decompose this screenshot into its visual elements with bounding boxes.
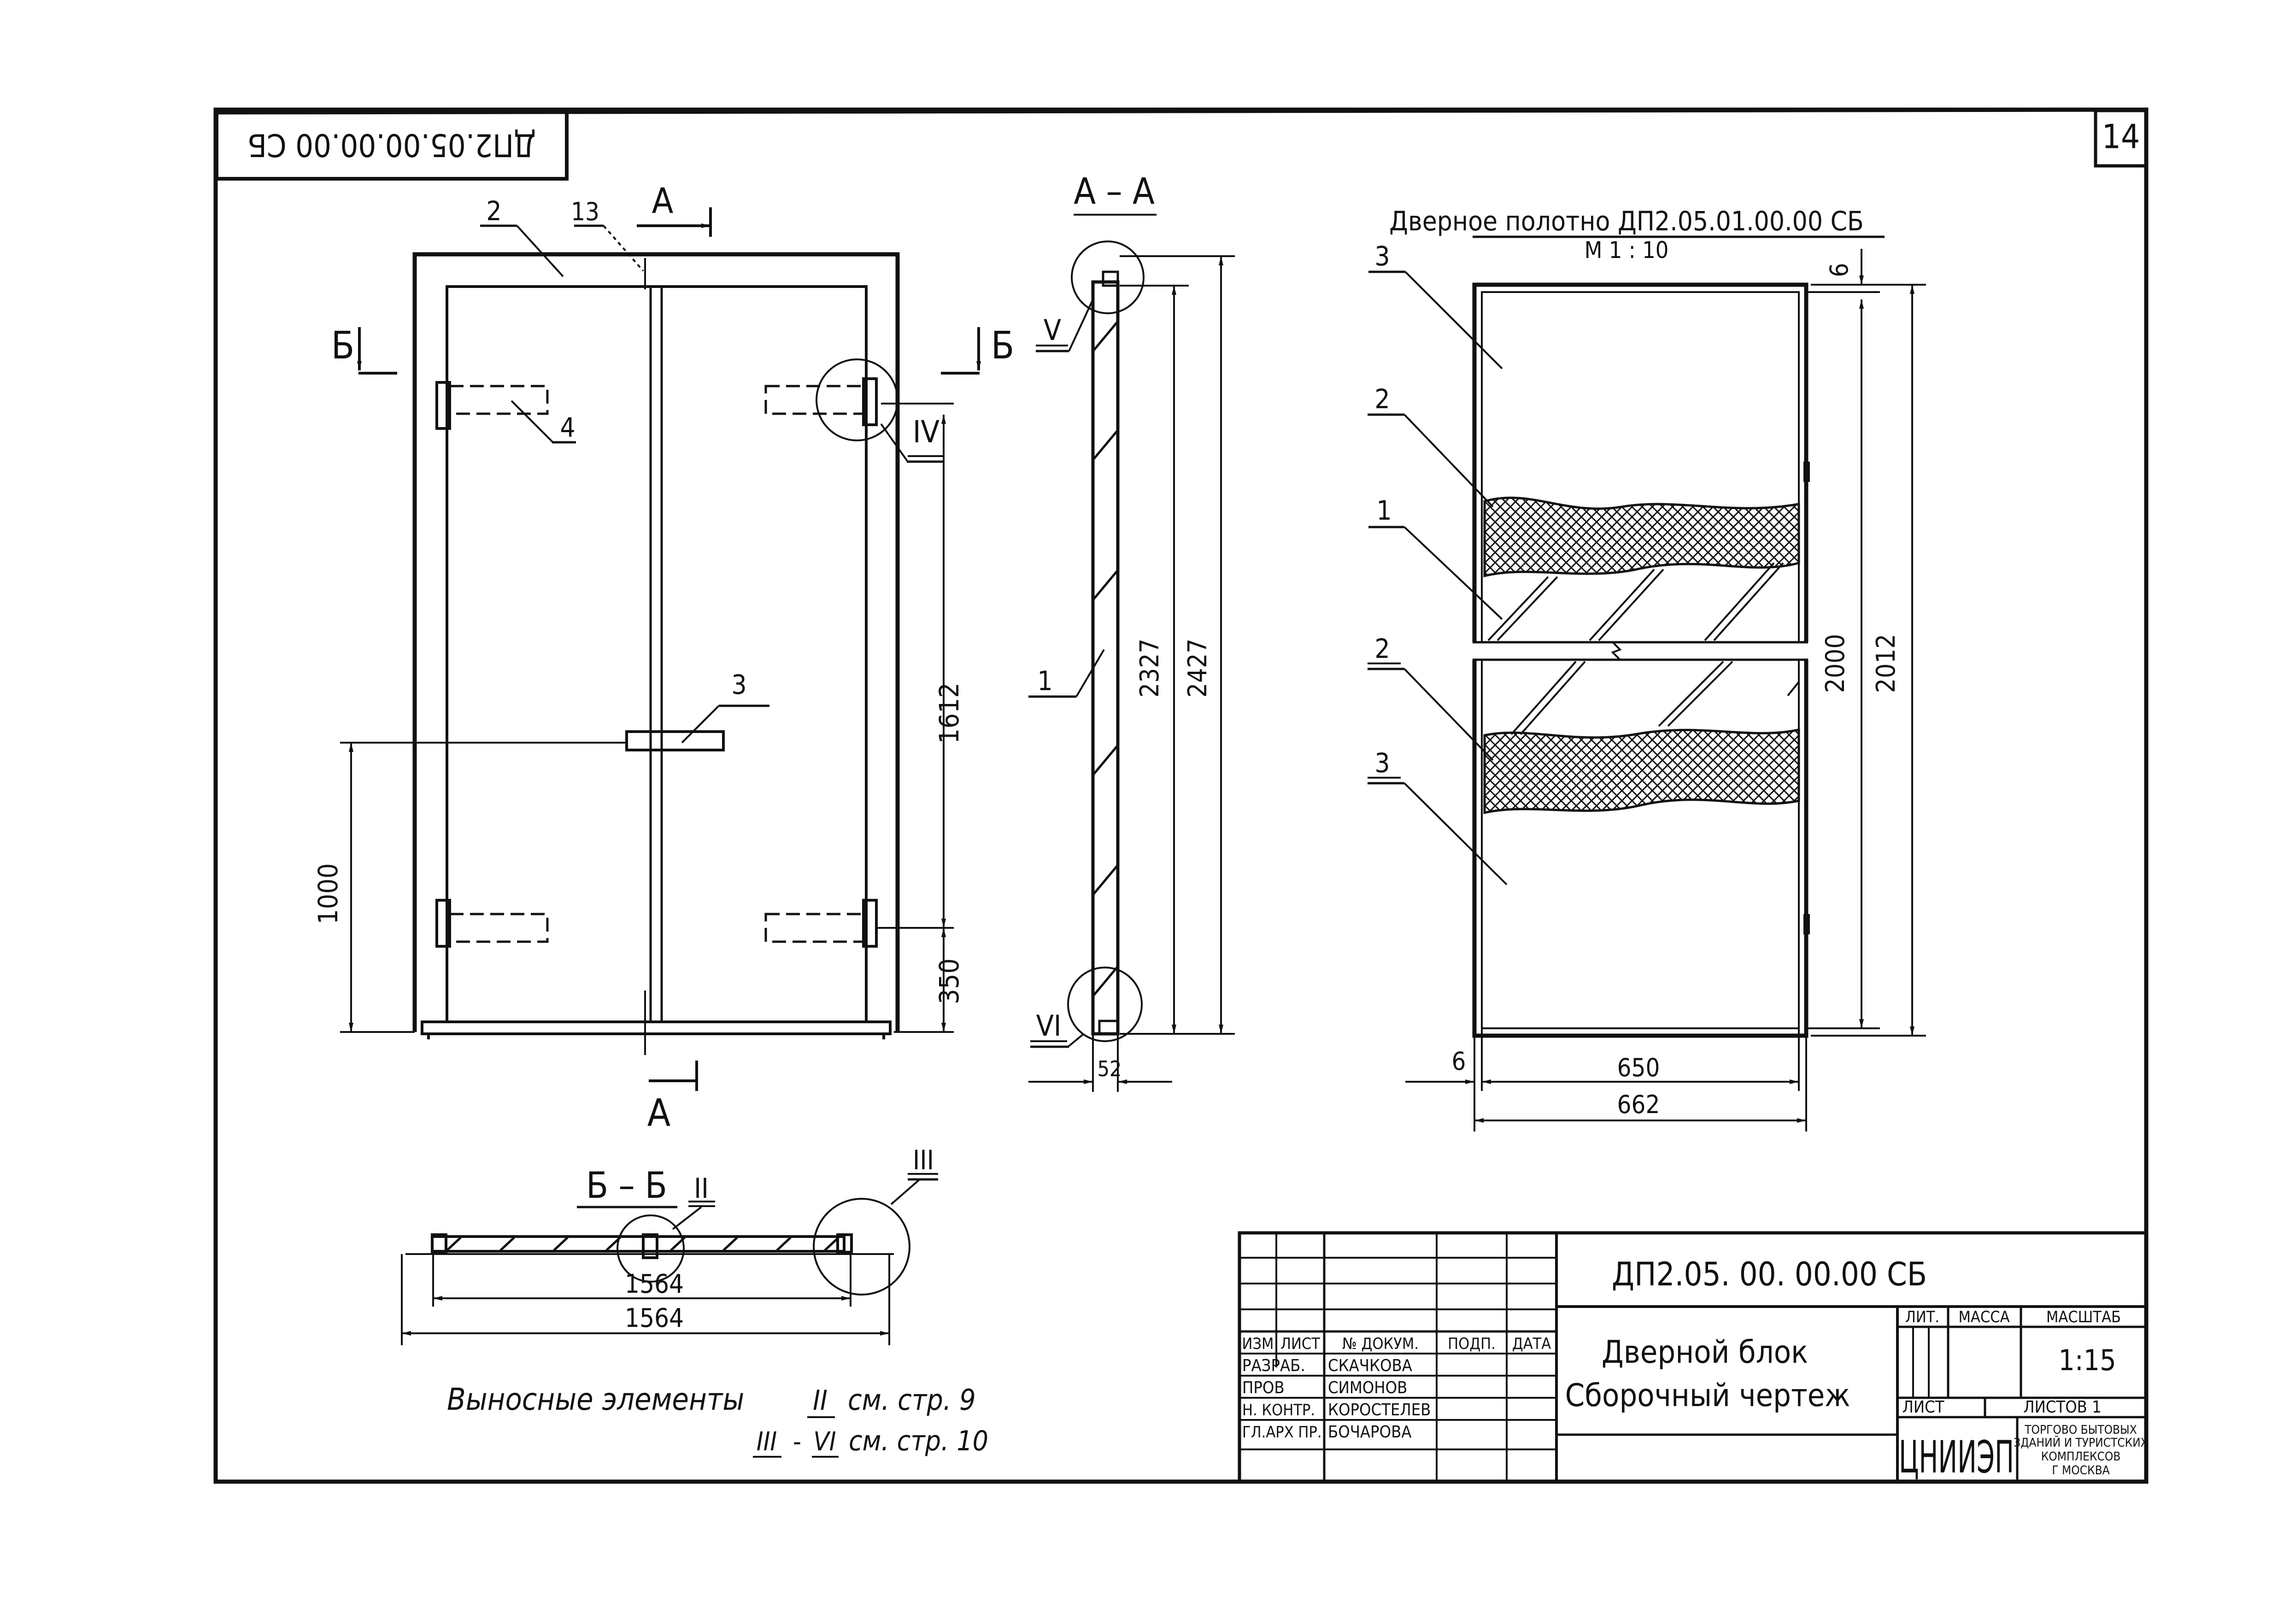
leaf-position-2b: 2 — [1374, 633, 1390, 664]
dim-6-left: 6 — [1452, 1047, 1466, 1076]
position-13-label: 13 — [571, 197, 599, 226]
note-line1-suffix: см. стр. 9 — [848, 1383, 976, 1417]
staff-role-3: ГЛ.АРХ ПР. — [1242, 1423, 1322, 1442]
door-leaf-title: Дверное полотно ДП2.05.01.00.00 СБ — [1389, 205, 1864, 237]
note-line1-prefix: Выносные элементы — [447, 1382, 744, 1417]
leaf-position-3b: 3 — [1374, 747, 1390, 779]
title-block: ДП2.05. 00. 00.00 СБ ИЗМ ЛИСТ № ДОКУМ. П… — [1238, 1231, 2148, 1483]
staff-name-3: БОЧАРОВА — [1328, 1423, 1411, 1442]
sheet-label: ЛИСТ — [1902, 1398, 1944, 1417]
staff-name-0: СКАЧКОВА — [1328, 1356, 1412, 1375]
org-line-3: КОМПЛЕКСОВ — [2041, 1450, 2121, 1464]
dim-662: 662 — [1617, 1090, 1660, 1119]
org-line-4: Г МОСКВА — [2052, 1464, 2109, 1477]
position-2-label: 2 — [486, 195, 501, 227]
dim-52: 52 — [1098, 1056, 1122, 1081]
door-elevation: IV А А Б Б 2 13 4 3 — [312, 180, 1014, 1135]
dim-1612: 1612 — [934, 683, 965, 744]
hdr-izm: ИЗМ — [1242, 1335, 1274, 1353]
leaf-diagonals — [1487, 562, 1800, 735]
staff-role-2: Н. КОНТР. — [1242, 1401, 1315, 1419]
position-1-aa-label: 1 — [1037, 665, 1052, 697]
position-4-label: 4 — [560, 412, 575, 443]
section-aa-title: А – А — [1074, 171, 1155, 212]
door-leaf-detail: Дверное полотно ДП2.05.01.00.00 СБ М 1 :… — [1368, 205, 1926, 1132]
org-logo-text: ЦНИИЭП — [1899, 1431, 2014, 1483]
hdr-sign: ПОДП. — [1448, 1335, 1496, 1353]
insulation-band-upper — [1483, 497, 1800, 578]
org-logo: ЦНИИЭП — [1899, 1417, 2019, 1483]
org-line-1: ТОРГОВО БЫТОВЫХ — [2024, 1423, 2137, 1437]
callout-VI-label: VI — [1036, 1009, 1062, 1043]
section-aa-hatch — [1093, 322, 1118, 996]
note-line2-ref-b: VI — [813, 1427, 836, 1457]
dim-6-top: 6 — [1825, 263, 1854, 277]
scale-value: 1:15 — [2058, 1343, 2116, 1377]
note-line2-ref-a: III — [757, 1427, 777, 1457]
staff-name-1: СИМОНОВ — [1328, 1378, 1407, 1397]
mirrored-code-text: ДП2.05.00.00.00 СБ — [247, 126, 536, 163]
position-3-label: 3 — [731, 669, 746, 700]
scale-label: МАСШТАБ — [2046, 1308, 2121, 1326]
callout-V-label: V — [1044, 313, 1061, 347]
title-line-1: Дверной блок — [1602, 1334, 1808, 1371]
dim-2327: 2327 — [1135, 639, 1165, 698]
dim-650: 650 — [1617, 1053, 1660, 1082]
section-mark-B-left: Б — [331, 324, 355, 368]
callout-IV-label: IV — [913, 414, 939, 450]
callout-III-label: III — [913, 1144, 934, 1176]
leaf-position-1: 1 — [1376, 495, 1392, 526]
leaf-position-2a: 2 — [1374, 383, 1390, 415]
section-bb-hatch — [446, 1237, 840, 1251]
staff-role-0: РАЗРАБ. — [1242, 1356, 1305, 1375]
note-line1-ref: II — [813, 1384, 828, 1417]
remote-elements-note: Выносные элементы II см. стр. 9 III - VI… — [447, 1382, 988, 1458]
dim-bb-outer: 1564 — [625, 1303, 684, 1333]
callout-II-label: II — [694, 1173, 709, 1205]
section-mark-A-top: А — [652, 180, 674, 221]
staff-name-2: КОРОСТЕЛЕВ — [1328, 1401, 1431, 1419]
dim-1000: 1000 — [312, 863, 344, 925]
hdr-list: ЛИСТ — [1280, 1335, 1320, 1353]
dim-bb-inner: 1564 — [625, 1269, 684, 1299]
dim-2012: 2012 — [1871, 634, 1901, 693]
hdr-date: ДАТА — [1512, 1335, 1551, 1353]
section-mark-B-right: Б — [991, 324, 1015, 368]
section-mark-A-bottom: А — [647, 1091, 670, 1135]
sheets-label: ЛИСТОВ 1 — [2023, 1398, 2102, 1417]
staff-role-1: ПРОВ — [1242, 1378, 1285, 1397]
insulation-band-lower — [1483, 728, 1800, 815]
lit-label: ЛИТ. — [1905, 1308, 1939, 1326]
mass-label: МАССА — [1959, 1308, 2010, 1326]
note-line2-dash: - — [793, 1427, 801, 1457]
dim-350: 350 — [934, 958, 965, 1004]
note-line2-suffix: см. стр. 10 — [849, 1425, 988, 1457]
sheet-frame — [213, 107, 2149, 1484]
leaf-position-3a: 3 — [1374, 240, 1390, 272]
sheet-number: 14 — [2102, 117, 2140, 156]
section-bb: Б – Б II III — [401, 1144, 938, 1345]
title-block-code: ДП2.05. 00. 00.00 СБ — [1612, 1255, 1927, 1293]
door-leaf-scale: М 1 : 10 — [1585, 237, 1669, 264]
hdr-doc: № ДОКУМ. — [1342, 1335, 1419, 1353]
org-line-2: ЗДАНИЙ И ТУРИСТСКИХ — [2014, 1435, 2148, 1450]
dim-2000: 2000 — [1820, 634, 1850, 693]
sheet-number-box: 14 — [2094, 109, 2148, 168]
dim-2427: 2427 — [1183, 639, 1213, 698]
section-aa: А – А V VI 1 — [1028, 171, 1235, 1092]
section-bb-title: Б – Б — [586, 1165, 667, 1207]
mirrored-code-stamp: ДП2.05.00.00.00 СБ — [215, 109, 569, 181]
title-line-2: Сборочный чертеж — [1565, 1378, 1850, 1414]
